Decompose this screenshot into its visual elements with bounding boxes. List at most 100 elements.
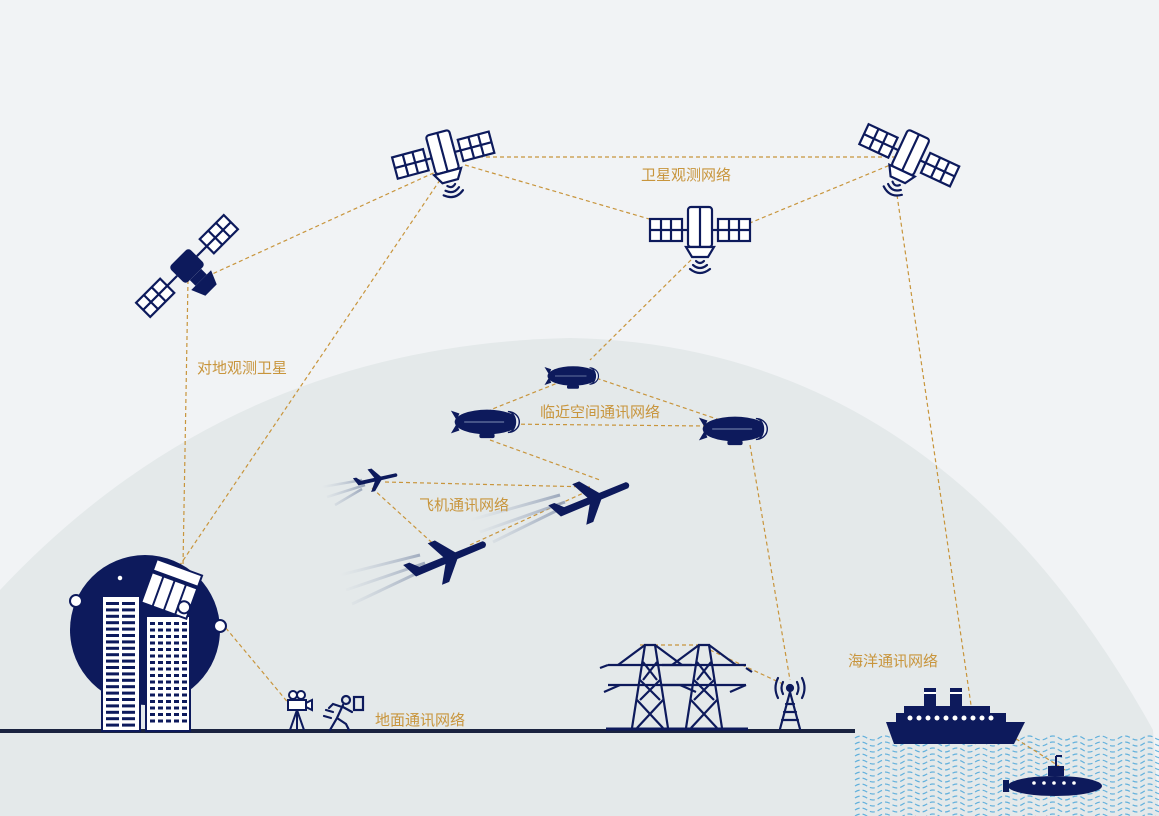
label-earth-observation-satellite: 对地观测卫星	[197, 359, 287, 377]
building-window	[182, 680, 187, 684]
building-window	[122, 659, 135, 663]
wave-line	[854, 795, 1159, 801]
porthole	[988, 715, 994, 721]
satellite-icon	[387, 118, 504, 211]
building-window	[158, 700, 163, 703]
radio-tower-icon	[774, 676, 806, 731]
link-ship-sub	[1009, 734, 1066, 771]
building-window	[174, 706, 179, 710]
video-camera-icon	[287, 690, 313, 731]
building-window	[174, 641, 179, 645]
building-window	[174, 622, 179, 625]
building-window	[106, 640, 119, 644]
building-window	[158, 693, 163, 697]
building-window	[106, 710, 119, 714]
building-window	[158, 622, 163, 625]
building-window	[106, 646, 119, 650]
building-window	[150, 713, 155, 716]
building-window	[182, 648, 187, 651]
building-window	[122, 717, 135, 721]
building-window	[182, 641, 187, 645]
submarine-icon	[1003, 755, 1102, 796]
building-window	[174, 635, 179, 638]
building-window	[106, 678, 119, 682]
link-sat1-sat2	[464, 164, 681, 229]
link-sat1-eo	[209, 169, 441, 276]
city-icon	[69, 555, 227, 732]
label-satellite-network: 卫星观测网络	[641, 166, 731, 184]
building-window	[150, 687, 155, 690]
link-blimp-tower	[749, 444, 791, 681]
link-plane-top	[384, 481, 591, 488]
label-aircraft-network: 飞机通讯网络	[419, 496, 509, 514]
building-window	[150, 680, 155, 684]
building-window	[122, 691, 135, 695]
building-window	[166, 680, 171, 684]
building-window	[166, 674, 171, 677]
building-window	[182, 713, 187, 716]
building-window	[106, 723, 119, 727]
porthole	[961, 715, 967, 721]
building-window	[182, 635, 187, 638]
airplane-icon	[321, 463, 400, 507]
label-ocean-network: 海洋通讯网络	[848, 652, 938, 670]
building-window	[150, 648, 155, 651]
porthole	[916, 715, 922, 721]
link-blimp-top-right	[589, 375, 721, 421]
building-window	[122, 653, 135, 657]
building-window	[106, 627, 119, 631]
building-window	[122, 634, 135, 637]
building-window	[158, 687, 163, 690]
building-window	[122, 614, 135, 618]
building-window	[106, 634, 119, 637]
porthole	[925, 715, 931, 721]
building-window	[150, 700, 155, 703]
building-window	[106, 666, 119, 669]
building-window	[158, 648, 163, 651]
building-window	[158, 654, 163, 658]
building-window	[106, 608, 119, 612]
building-window	[122, 723, 135, 727]
building-window	[182, 667, 187, 671]
building-window	[166, 706, 171, 710]
building-window	[158, 667, 163, 671]
link-blimp-plane	[489, 439, 601, 481]
building-window	[122, 666, 135, 669]
building-window	[166, 654, 171, 658]
porthole	[907, 715, 913, 721]
satellite-icon	[844, 112, 966, 217]
building-window	[174, 719, 179, 723]
building-window	[158, 661, 163, 664]
building-window	[158, 628, 163, 632]
building-window	[150, 641, 155, 645]
building-window	[122, 646, 135, 650]
building-window	[174, 674, 179, 677]
building-window	[166, 628, 171, 632]
building-window	[182, 693, 187, 697]
building-window	[166, 693, 171, 697]
building-window	[182, 687, 187, 690]
building-window	[106, 685, 119, 689]
building-window	[158, 680, 163, 684]
link-sat2-blimp	[589, 254, 697, 361]
building-window	[122, 640, 135, 644]
building-window	[174, 700, 179, 703]
porthole	[943, 715, 949, 721]
label-ground-network: 地面通讯网络	[375, 711, 465, 729]
building-window	[122, 710, 135, 714]
building-window	[158, 713, 163, 716]
satellite-icon	[648, 205, 752, 275]
ship-icon	[886, 688, 1025, 744]
airplane-icon	[339, 523, 495, 606]
power-pylon-icon	[599, 643, 697, 729]
building-window	[166, 622, 171, 625]
link-sat1-city	[179, 179, 441, 566]
wave-line	[854, 771, 1159, 777]
building-window	[122, 678, 135, 682]
wave-line	[854, 789, 1159, 795]
building-window	[122, 608, 135, 612]
building-window	[166, 713, 171, 716]
building-window	[106, 691, 119, 695]
building-window	[166, 635, 171, 638]
